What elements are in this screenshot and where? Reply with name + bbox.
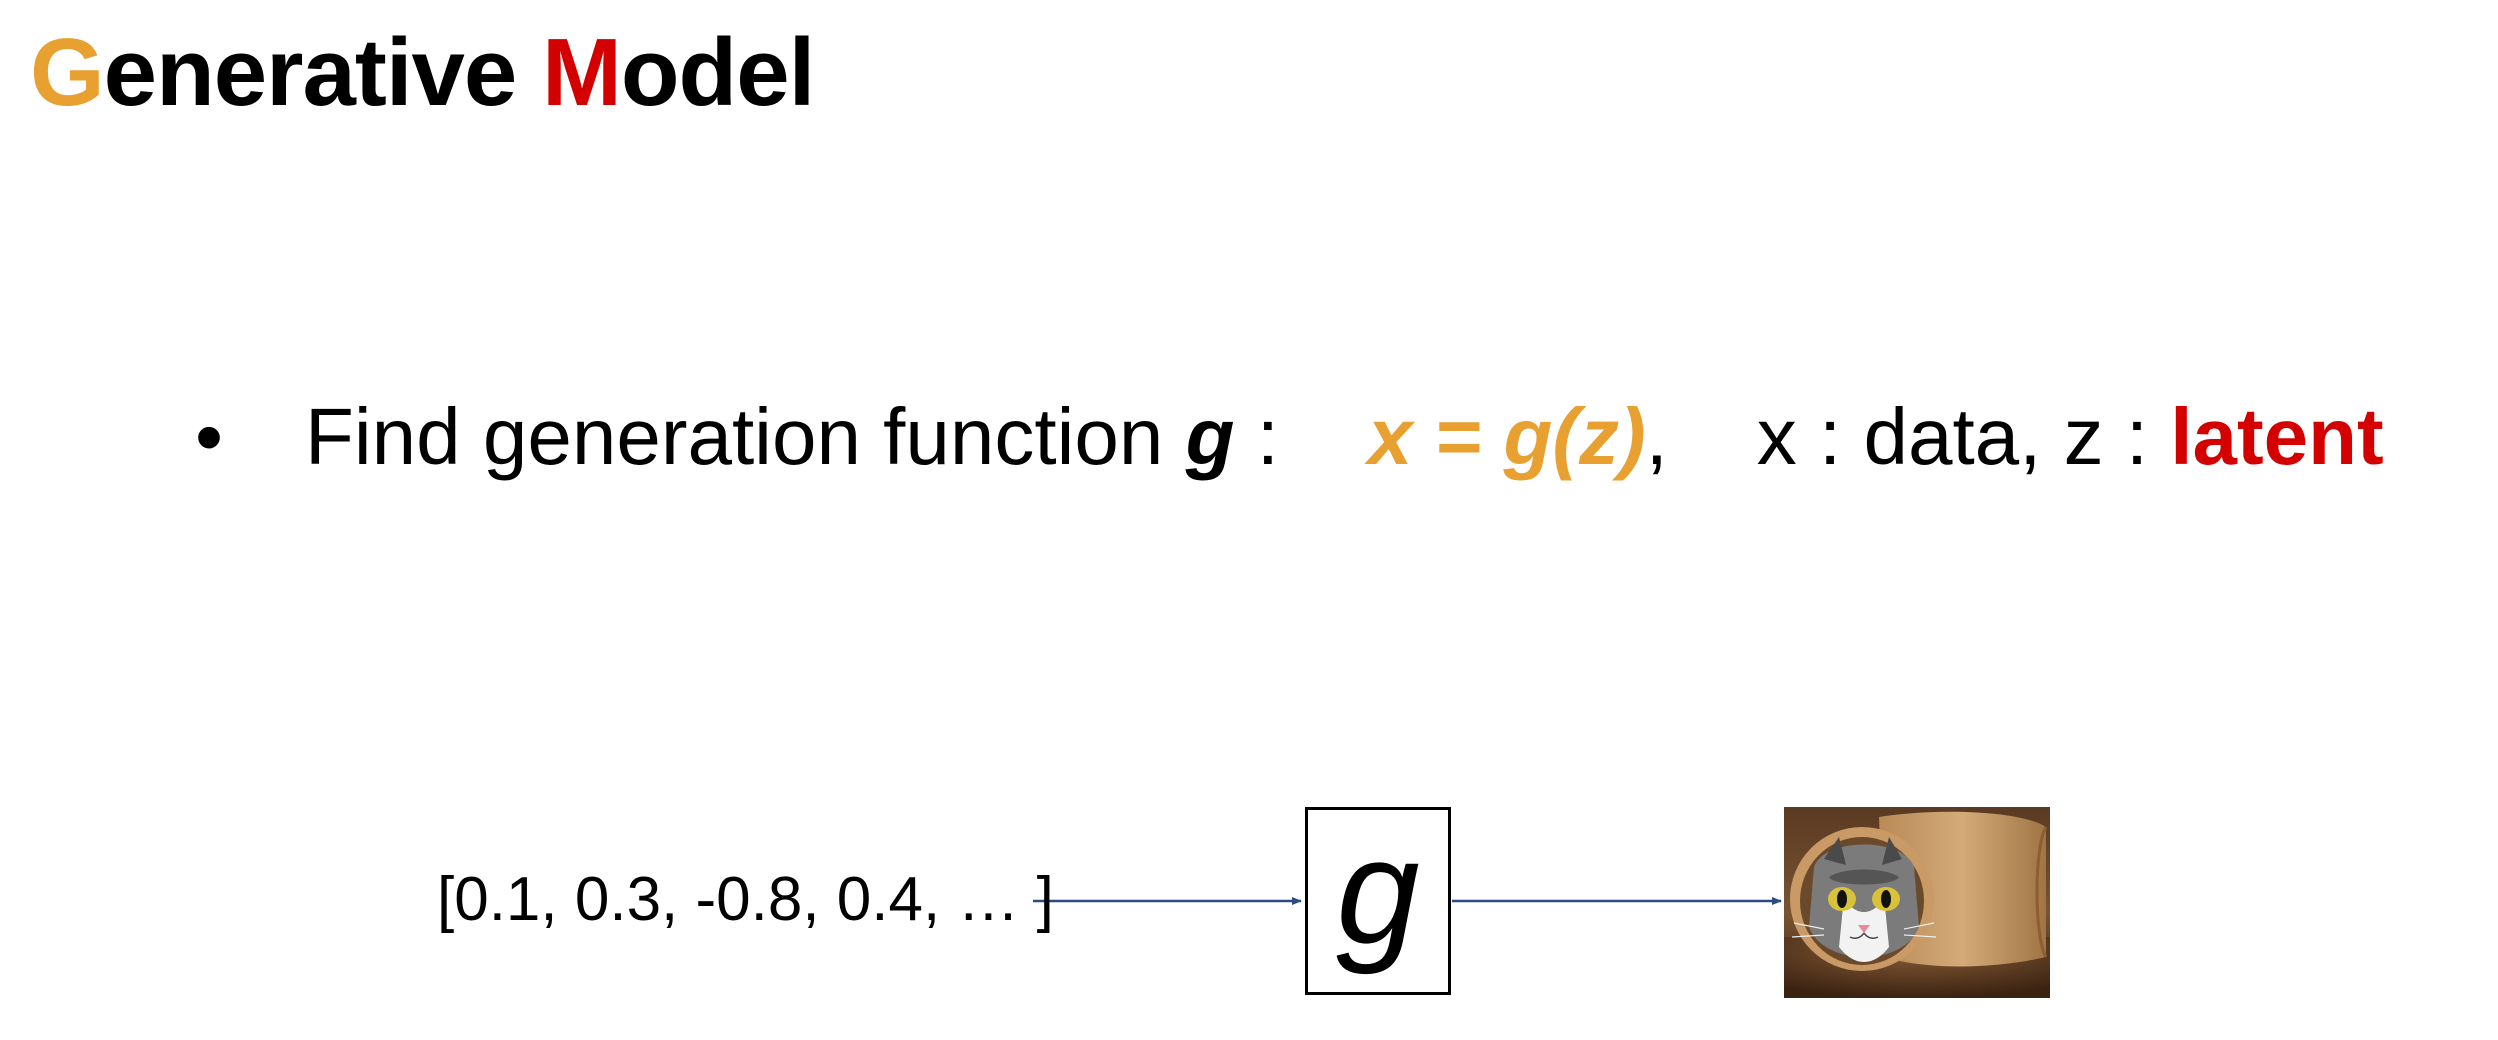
generation-diagram: [0.1, 0.3, -0.8, 0.4, … ] g [0, 780, 2498, 1040]
cat-image [1784, 807, 2050, 998]
bullet-prefix: Find generation function [305, 392, 1186, 481]
title-word-generative: enerative [103, 19, 542, 126]
bullet-text: Find generation function g : x = g(z), x… [305, 382, 2384, 492]
variable-description: x : data, z : [1756, 392, 2171, 481]
latent-word: latent [2170, 392, 2384, 481]
latent-vector-label: [0.1, 0.3, -0.8, 0.4, … ] [437, 865, 1054, 934]
function-separator: : [1234, 392, 1368, 481]
title-initial-m: M [541, 19, 622, 126]
generator-label: g [1336, 807, 1420, 975]
title-word-model: odel [620, 19, 815, 126]
title-initial-g: G [30, 19, 105, 126]
diagram-arrows [1033, 897, 1782, 905]
function-name: g [1185, 392, 1235, 481]
generator-box: g [1305, 807, 1451, 995]
bullet-marker: • [195, 392, 224, 481]
equation-comma: , [1645, 392, 1757, 481]
generation-equation: x = g(z) [1367, 392, 1646, 481]
slide-title: Generative Model [30, 18, 815, 128]
